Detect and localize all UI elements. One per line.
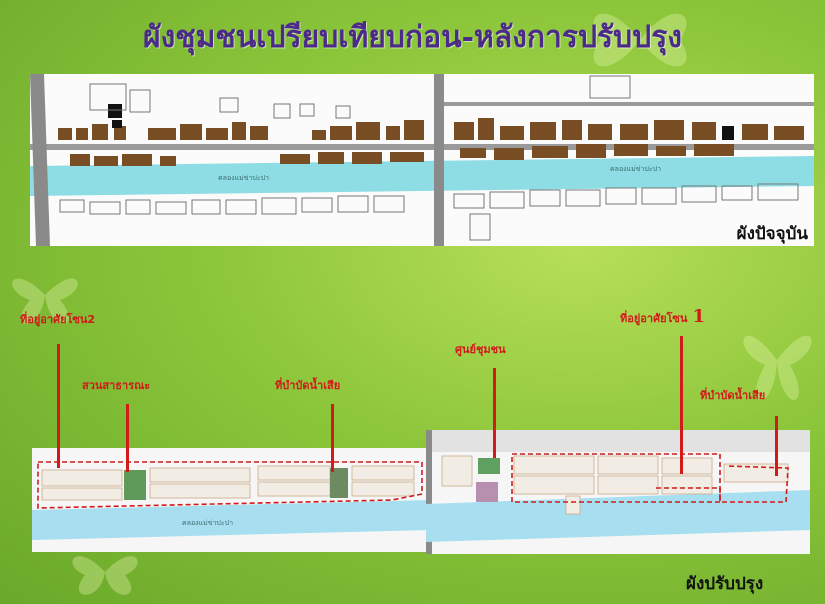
existing-houses-left (58, 104, 424, 166)
outline-buildings (59, 75, 799, 241)
community-center-plaza (476, 482, 498, 502)
current-plan-map: คลองแม่ข่าปะปา คลองแม่ข่าปะปา ผังปัจจุบั… (30, 74, 814, 246)
label-zone1: ที่อยู่อาศัยโซน 1 (620, 306, 705, 327)
road-shape (444, 102, 814, 106)
road-shape (30, 144, 814, 150)
label-zone1-number: 1 (692, 306, 706, 327)
park-area (124, 470, 146, 500)
canal-shape (30, 156, 814, 196)
pointer-park (126, 404, 129, 472)
existing-houses-right (454, 118, 804, 160)
canal-label-right: คลองแม่ข่าปะปา (610, 165, 662, 173)
improved-plan-caption: ผังปรับปรุง (686, 574, 764, 594)
canal-label-bottom: คลองแม่ข่าปะปา (182, 519, 234, 527)
road-shape (434, 74, 444, 246)
improved-plan-drawing-right (426, 430, 810, 554)
butterfly-decoration-icon (12, 278, 78, 324)
improved-plan-drawing-left (32, 448, 430, 552)
label-park: สวนสาธารณะ (82, 379, 151, 392)
pointer-zone2 (57, 344, 60, 468)
canal-label-left: คลองแม่ข่าปะปา (218, 174, 270, 182)
road-shape (30, 74, 50, 246)
label-zone2: ที่อยู่อาศัยโซน2 (20, 313, 96, 326)
treatment-area-left (330, 468, 348, 498)
label-treatment-left: ที่บำบัดน้ำเสีย (275, 379, 341, 392)
label-treatment-right: ที่บำบัดน้ำเสีย (700, 389, 766, 402)
label-community-center: ศูนย์ชุมชน (455, 343, 506, 356)
current-plan-drawing (30, 74, 814, 246)
community-center-green (478, 458, 500, 474)
pointer-treatment-left (331, 404, 334, 472)
butterfly-decoration-icon (72, 556, 138, 595)
butterfly-decoration-icon (743, 335, 812, 400)
page-title: ผังชุมชนเปรียบเทียบก่อน-หลังการปรับปรุง (143, 20, 682, 55)
pointer-community-center (493, 368, 496, 458)
label-zone1-text: ที่อยู่อาศัยโซน (620, 312, 688, 325)
pointer-treatment-right (775, 416, 778, 476)
pointer-zone1 (680, 336, 683, 474)
improved-plan-map-right (426, 430, 810, 554)
current-plan-caption: ผังปัจจุบัน (736, 224, 808, 244)
butterfly-decoration-icon (593, 13, 687, 67)
improved-plan-map-left: คลองแม่ข่าปะปา (32, 448, 430, 552)
